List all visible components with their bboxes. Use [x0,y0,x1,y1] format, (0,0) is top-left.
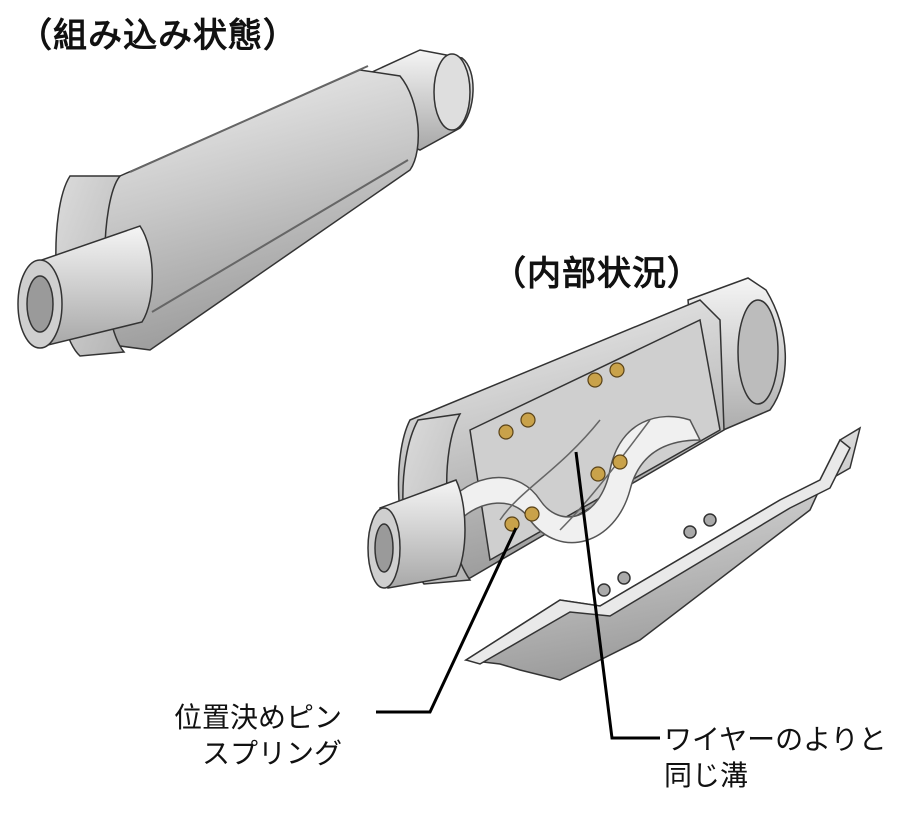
assembled-title: （組み込み状態） [18,16,298,56]
lower-hole-3 [683,525,697,539]
pin-1 [498,424,514,440]
groove-label-line1: ワイヤーのよりと [664,723,887,756]
body-slot-top [129,65,369,173]
lower-hole-2 [617,571,631,585]
pin-4 [609,362,625,378]
lower-half-part [463,426,862,681]
internal-connector [367,277,786,589]
spiral-line-2 [559,419,651,531]
groove-leader [574,451,660,740]
lower-hole-4 [703,513,717,527]
pin-2 [520,412,536,428]
pin-spring-label: 位置決めピン スプリング [172,700,342,772]
internal-title: （内部状況） [492,254,702,294]
lower-hole-1 [597,583,611,597]
rear-sleeve-end [433,53,471,131]
internal-rear-bore [737,299,779,405]
internal-front-tube [379,479,466,589]
body-slot-bottom [151,159,409,313]
spiral-line-1 [499,419,601,521]
pin-5 [590,466,606,482]
positioning-pins [498,362,628,532]
front-tube [35,225,153,347]
pin-spring-leader [376,527,518,714]
pin-spring-label-line2: スプリング [202,737,343,770]
leader-lines [376,451,660,740]
pin-7 [504,516,520,532]
pin-spring-label-line1: 位置決めピン [174,701,343,734]
pin-3 [587,372,603,388]
front-tube-bore [26,275,54,333]
groove-label: ワイヤーのよりと 同じ溝 [664,722,887,794]
assembled-connector [17,49,474,357]
groove-label-line2: 同じ溝 [664,759,749,792]
pin-8 [524,506,540,522]
lower-half-top-face [464,438,851,665]
pin-6 [612,454,628,470]
internal-front-tube-bore [374,523,394,573]
